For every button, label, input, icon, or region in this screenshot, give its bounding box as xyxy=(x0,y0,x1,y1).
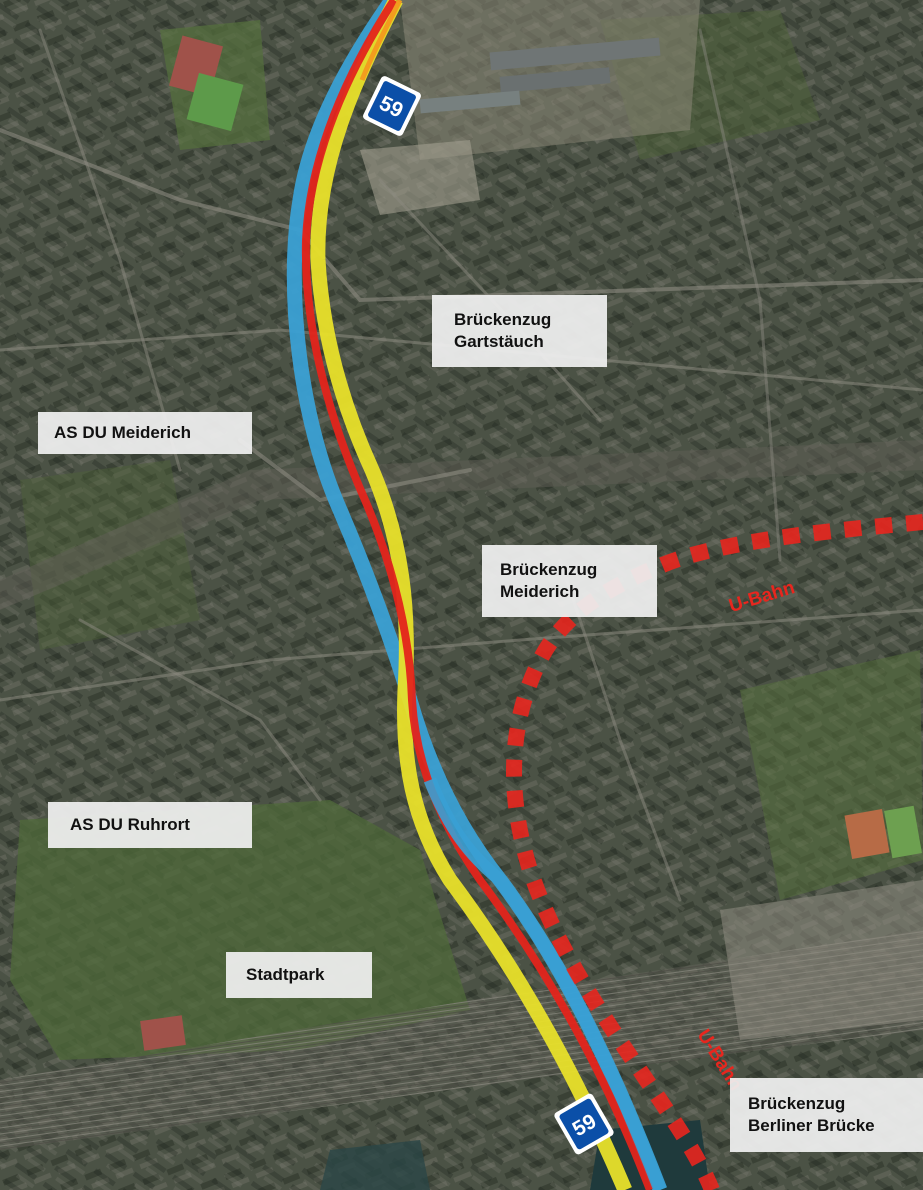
route-shield-top: 59 xyxy=(363,76,421,136)
label-as-du-meiderich: AS DU Meiderich xyxy=(38,412,252,454)
route-shield-bottom: 59 xyxy=(554,1093,614,1155)
route-variant-orange xyxy=(359,0,403,81)
sports-field xyxy=(844,809,890,859)
label-stadtpark: Stadtpark xyxy=(226,952,372,998)
label-brueckenzug-meiderich: Brückenzug Meiderich xyxy=(482,545,657,617)
route-variant-yellow xyxy=(310,0,632,1190)
label-brueckenzug-gartstaeuch: Brückenzug Gartstäuch xyxy=(432,295,607,367)
sports-field xyxy=(140,1015,186,1051)
sports-field xyxy=(186,72,244,132)
industrial-area xyxy=(360,0,700,215)
label-line: Brückenzug xyxy=(748,1094,846,1113)
sports-field xyxy=(884,805,922,859)
rail-yard xyxy=(0,440,923,1150)
route-variant-red xyxy=(301,0,654,1190)
label-line: Berliner Brücke xyxy=(748,1116,875,1135)
route-variants xyxy=(286,0,667,1190)
label-brueckenzug-berliner-bruecke: Brückenzug Berliner Brücke xyxy=(730,1078,923,1152)
label-line: Brückenzug xyxy=(454,310,552,329)
ubahn-line xyxy=(506,514,923,1190)
label-line: Gartstäuch xyxy=(454,332,544,351)
label-line: Stadtpark xyxy=(246,965,325,984)
label-as-du-ruhrort: AS DU Ruhrort xyxy=(48,802,252,848)
label-line: Meiderich xyxy=(500,582,580,601)
label-line: AS DU Meiderich xyxy=(54,423,191,442)
label-line: Brückenzug xyxy=(500,560,598,579)
route-variant-blue-lower xyxy=(423,777,667,1190)
harbour-water xyxy=(320,1140,430,1190)
label-line: AS DU Ruhrort xyxy=(70,815,190,834)
